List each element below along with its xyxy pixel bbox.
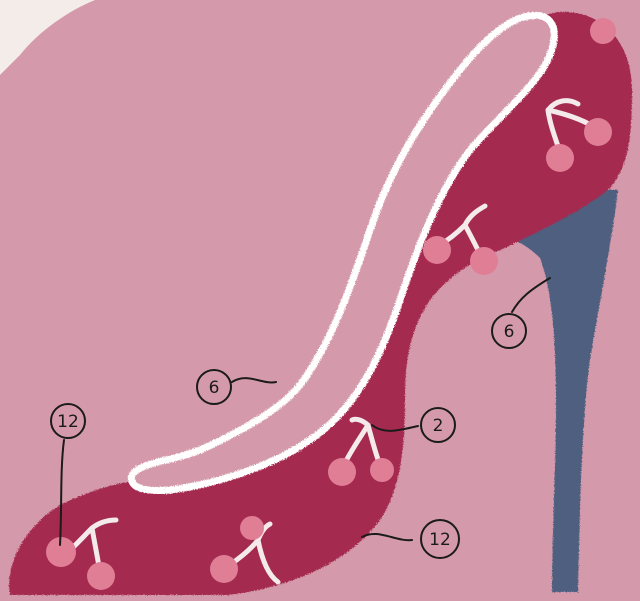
label-inner-lining: 6 [197, 370, 231, 404]
body-leader-line [362, 534, 412, 540]
stiletto-heel [512, 190, 618, 592]
label-inner-lining-number: 6 [209, 378, 220, 398]
label-heel: 6 [492, 314, 526, 348]
label-heel-number: 6 [504, 322, 515, 342]
label-body: 12 [421, 520, 459, 558]
label-stem-number: 2 [433, 416, 444, 436]
label-body-number: 12 [429, 530, 451, 550]
label-stem: 2 [421, 408, 455, 442]
lining-leader-line [232, 378, 276, 382]
cherry [590, 18, 616, 44]
shoe-body [9, 12, 632, 595]
label-toe-number: 12 [57, 412, 79, 432]
label-toe: 12 [51, 404, 85, 438]
light-corner-highlight [0, 0, 95, 75]
heel-leader-line [512, 278, 550, 312]
